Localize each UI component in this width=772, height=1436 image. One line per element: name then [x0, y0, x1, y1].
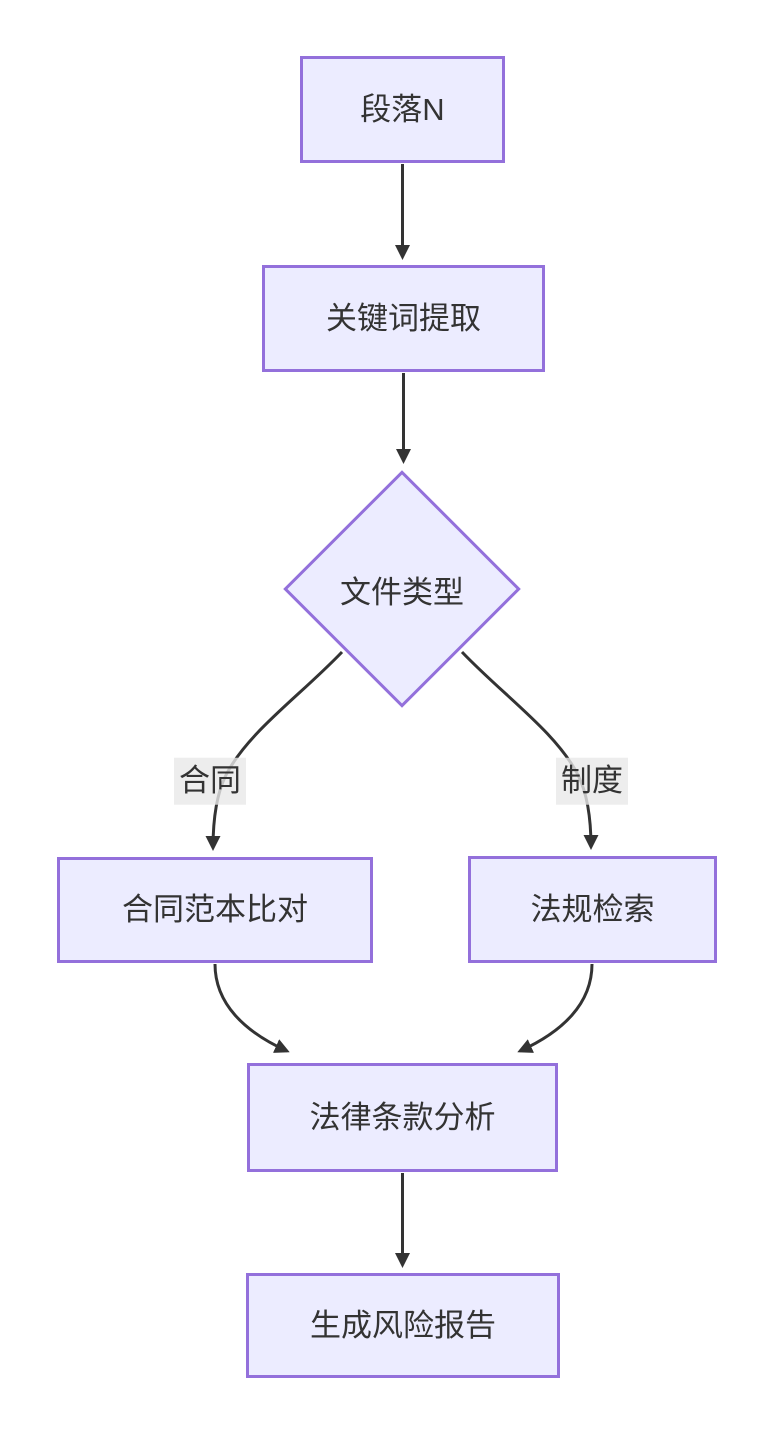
node-clause-analysis: 法律条款分析	[247, 1063, 558, 1172]
edge-label-policy-text: 制度	[561, 762, 623, 798]
node-contract-compare: 合同范本比对	[57, 857, 373, 963]
node-file-type-label: 文件类型	[340, 574, 464, 610]
node-risk-report: 生成风险报告	[246, 1273, 560, 1378]
node-keyword-extraction: 关键词提取	[262, 265, 545, 372]
edge-label-contract-text: 合同	[179, 762, 241, 798]
edge-filetype-to-contractcompare	[205, 650, 344, 851]
node-clause-analysis-label: 法律条款分析	[309, 1099, 496, 1135]
edge-regulationsearch-to-clauseanalysis	[517, 963, 594, 1053]
node-keyword-extraction-label: 关键词提取	[326, 300, 481, 336]
node-risk-report-label: 生成风险报告	[310, 1307, 496, 1343]
node-paragraph-n: 段落N	[300, 56, 505, 163]
node-paragraph-n-label: 段落N	[360, 91, 445, 127]
node-regulation-search-label: 法规检索	[530, 891, 655, 927]
edge-contractcompare-to-clauseanalysis	[213, 963, 290, 1053]
edge-label-contract: 合同	[174, 757, 246, 805]
node-regulation-search: 法规检索	[468, 856, 717, 963]
node-contract-compare-label: 合同范本比对	[122, 892, 308, 928]
edge-label-policy: 制度	[556, 757, 628, 805]
edge-filetype-to-regulationsearch	[460, 650, 599, 850]
node-file-type: 文件类型	[283, 539, 521, 639]
